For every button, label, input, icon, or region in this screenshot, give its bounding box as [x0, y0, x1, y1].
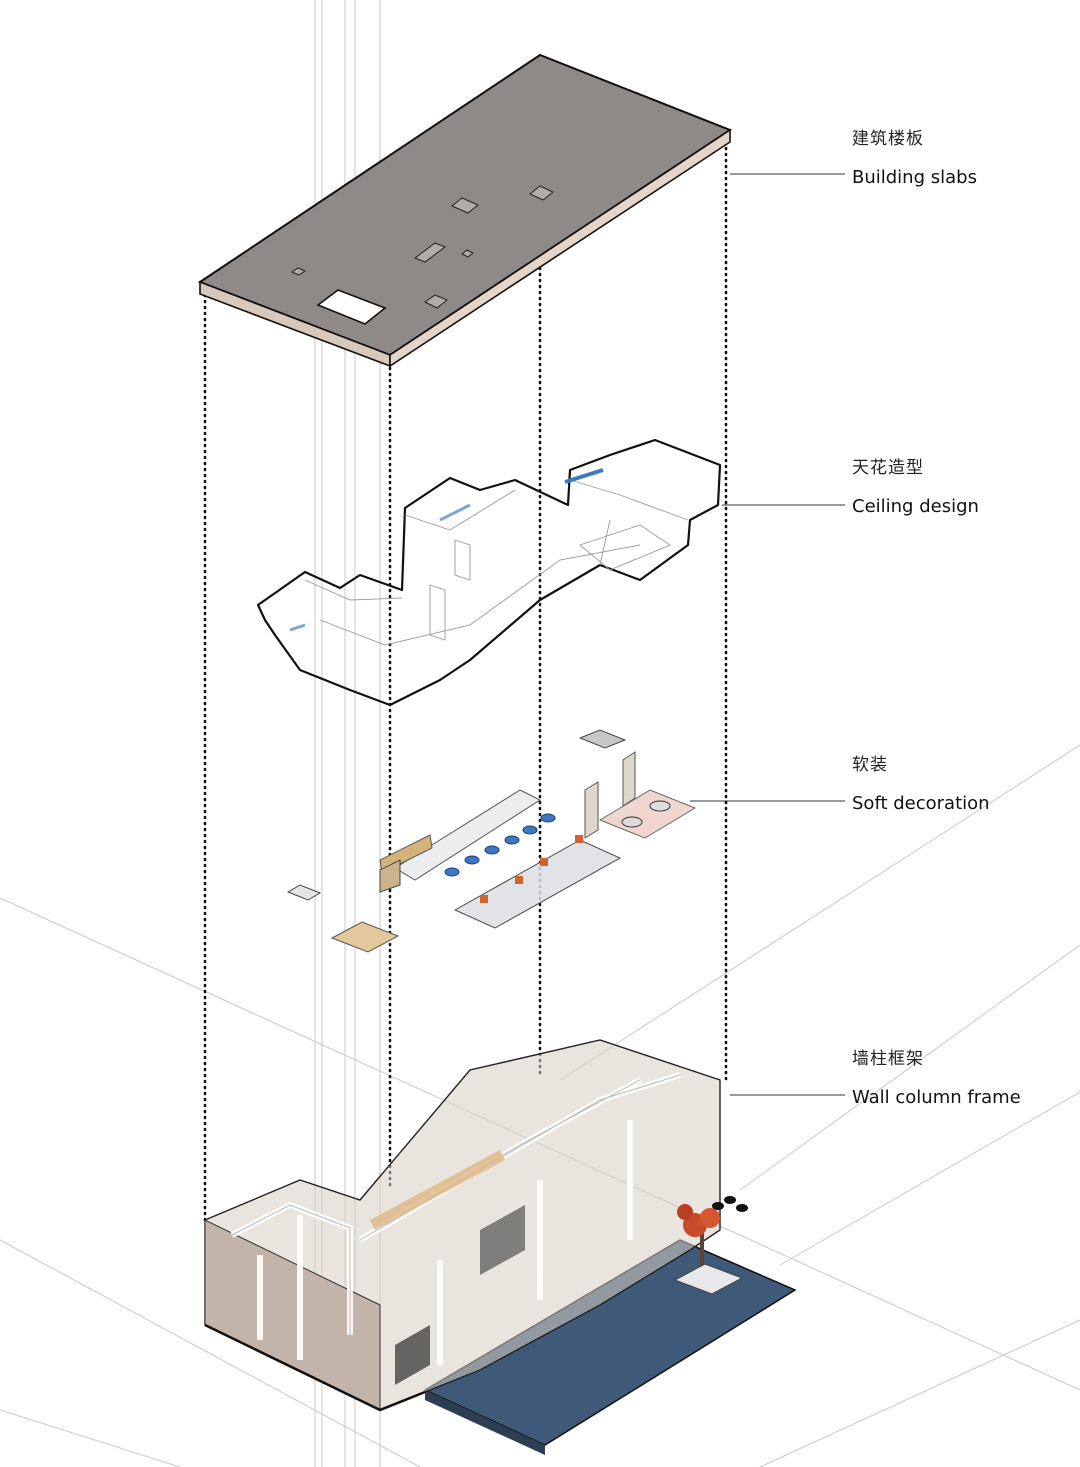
label-en: Ceiling design: [852, 496, 979, 517]
leader-lines: [690, 173, 845, 1096]
dotted-alignment-lines: [203, 140, 728, 1222]
soft-decoration: [286, 729, 697, 953]
label-en: Building slabs: [852, 167, 977, 188]
label-wall-column-frame: 墙柱框架 Wall column frame: [852, 1048, 1021, 1110]
label-ceiling-design: 天花造型 Ceiling design: [852, 457, 979, 519]
label-en: Wall column frame: [852, 1087, 1021, 1108]
label-en: Soft decoration: [852, 793, 990, 814]
label-zh: 建筑楼板: [852, 129, 924, 149]
wall-column-frame: [204, 1039, 797, 1455]
label-zh: 天花造型: [852, 458, 924, 478]
ceiling-design: [256, 438, 722, 707]
building-slab: [197, 53, 733, 368]
label-zh: 墙柱框架: [852, 1049, 924, 1069]
label-soft-decoration: 软装 Soft decoration: [852, 754, 990, 816]
label-zh: 软装: [852, 755, 888, 775]
label-building-slabs: 建筑楼板 Building slabs: [852, 128, 977, 190]
